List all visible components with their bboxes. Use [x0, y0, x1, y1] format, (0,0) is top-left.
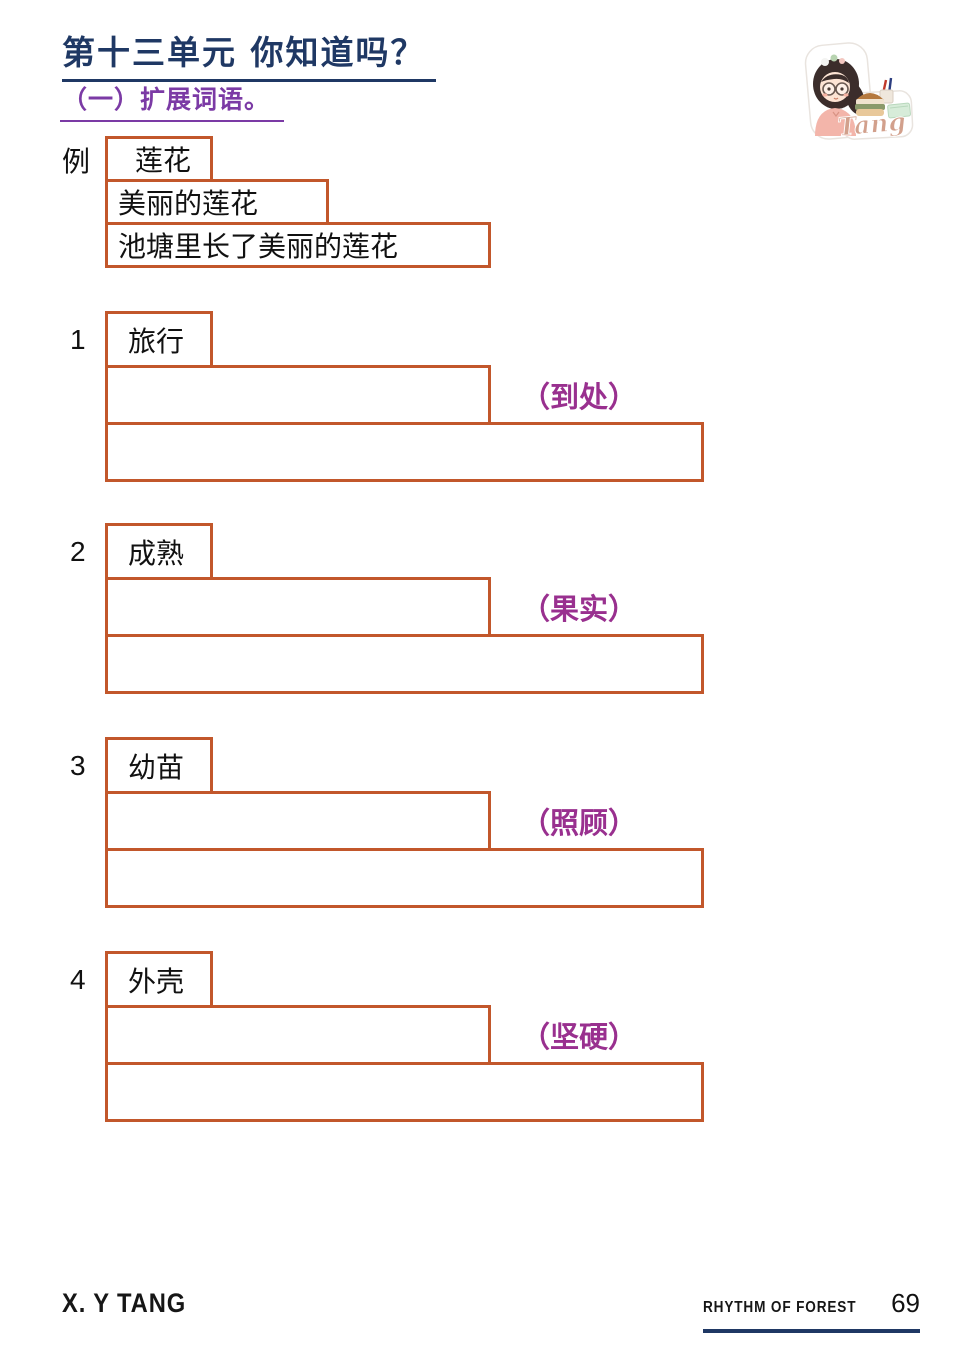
exercise-2: 2 成熟 （果实） [62, 523, 704, 694]
example-phrase-box: 美丽的莲花 [105, 179, 329, 225]
exercise-3-hint: （照顾） [521, 806, 638, 840]
exercise-2-word-box: 成熟 [105, 523, 213, 580]
section-heading: （一）扩展词语。 [60, 80, 285, 122]
example-block: 例 莲花 美丽的莲花 池塘里长了美丽的莲花 [62, 136, 491, 268]
example-sentence-box: 池塘里长了美丽的莲花 [105, 222, 491, 268]
exercise-1-phrase-answer-box [105, 365, 491, 425]
exercise-1-number: 1 [70, 323, 86, 355]
exercise-3-word: 幼苗 [128, 750, 185, 784]
exercise-1-word-box: 旅行 [105, 311, 213, 368]
exercise-2-sentence-answer-box [105, 634, 704, 694]
exercise-4-sentence-answer-box [105, 1062, 704, 1122]
exercise-2-phrase-answer-box [105, 577, 491, 637]
exercise-3-sentence-answer-box [105, 848, 704, 908]
exercise-3-phrase-answer-box [105, 791, 491, 851]
exercise-2-hint: （果实） [521, 592, 638, 626]
exercise-1-word: 旅行 [128, 324, 185, 358]
exercise-2-word: 成熟 [128, 536, 185, 570]
example-word: 莲花 [135, 144, 192, 177]
exercise-4-hint: （坚硬） [521, 1020, 638, 1054]
exercise-1-hint: （到处） [521, 380, 638, 414]
footer-page-number: 69 [891, 1288, 920, 1318]
exercise-4-number: 4 [70, 963, 86, 995]
example-phrase: 美丽的莲花 [118, 187, 259, 220]
exercise-4-word-box: 外壳 [105, 951, 213, 1008]
example-label: 例 [62, 145, 91, 178]
footer-series-title: RHYTHM OF FOREST [703, 1299, 857, 1316]
page-title: 第十三单元 你知道吗？ [62, 26, 436, 82]
example-word-box: 莲花 [105, 136, 213, 182]
exercise-3: 3 幼苗 （照顾） [62, 737, 704, 908]
exercise-4-phrase-answer-box [105, 1005, 491, 1065]
example-boxes: 莲花 美丽的莲花 池塘里长了美丽的莲花 [105, 136, 491, 268]
exercise-4-word: 外壳 [128, 964, 185, 998]
example-sentence: 池塘里长了美丽的莲花 [118, 230, 399, 263]
exercise-1-sentence-answer-box [105, 422, 704, 482]
exercise-3-word-box: 幼苗 [105, 737, 213, 794]
tang-logo-illustration: Tang [804, 42, 914, 142]
exercise-3-number: 3 [70, 749, 86, 781]
footer-right-block: RHYTHM OF FOREST 69 [703, 1288, 920, 1333]
exercise-1: 1 旅行 （到处） [62, 311, 704, 482]
exercise-2-number: 2 [70, 535, 86, 567]
tang-logo: Tang [798, 42, 914, 142]
footer-author: X. Y TANG [62, 1288, 187, 1318]
tang-logo-text: Tang [837, 107, 907, 142]
exercise-4: 4 外壳 （坚硬） [62, 951, 704, 1122]
